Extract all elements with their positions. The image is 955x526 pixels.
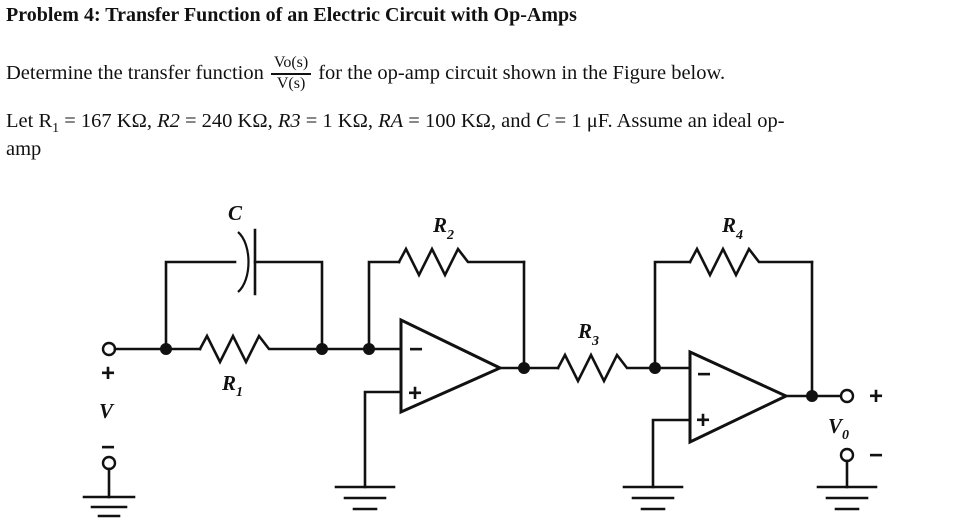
input-terminal-positive [101, 341, 117, 357]
problem-statement-line-3: amp [6, 138, 42, 160]
given-r2-symbol: R2 [157, 110, 180, 132]
problem-given-values: Let R1 = 167 KΩ, R2 = 240 KΩ, R3 = 1 KΩ,… [6, 110, 785, 137]
fraction-bar [270, 72, 312, 75]
given-c-symbol: C [535, 110, 550, 132]
resistor-R3-label: R [577, 319, 592, 343]
input-plus-sign: + [101, 360, 115, 387]
opamp-1-noninverting-sign: + [408, 380, 422, 407]
given-r4-symbol: RA [378, 110, 404, 132]
given-r1-subscript: 1 [52, 121, 60, 137]
given-prefix: Let R [6, 110, 53, 132]
wire-opamp2-noninverting-to-ground [651, 418, 692, 489]
fraction-denominator: V(s) [276, 74, 306, 92]
statement-text-after-fraction: for the op-amp circuit shown in the Figu… [318, 62, 726, 85]
page-title: Problem 4: Transfer Function of an Elect… [6, 4, 577, 26]
output-terminal-negative [839, 447, 855, 463]
source-label-V: V [99, 399, 115, 423]
resistor-R2-label-subscript: 2 [446, 228, 454, 243]
transfer-function-fraction: Vo(s) V(s) [270, 54, 312, 93]
input-terminal-negative [101, 455, 117, 471]
wire-node-c-to-r2 [367, 260, 401, 351]
given-c-value: = 1 μF. Assume an ideal op- [549, 110, 785, 132]
resistor-R4-zigzag [688, 246, 814, 278]
wire-opamp1-noninverting-to-ground [363, 390, 403, 489]
opamp-2-body [688, 349, 790, 445]
resistor-R4-label: R [721, 213, 736, 237]
fraction-numerator: Vo(s) [273, 54, 309, 71]
opamp-1-body [399, 317, 504, 415]
resistor-R3-label-subscript: 3 [591, 334, 599, 349]
statement-text-before-fraction: Determine the transfer function [6, 62, 264, 85]
opamp-1-inverting-sign: − [409, 336, 423, 363]
wire-capacitor-to-node-b [253, 260, 324, 351]
resistor-R2-zigzag [397, 246, 526, 278]
opamp-2-inverting-sign: − [697, 361, 711, 388]
opamp-2-noninverting-sign: + [696, 407, 710, 434]
output-plus-sign: + [869, 383, 883, 410]
given-r2-value: = 240 KΩ, [179, 110, 278, 132]
resistor-R1-label-subscript: 1 [236, 385, 243, 400]
output-minus-sign: − [869, 442, 883, 469]
capacitor-label-C: C [228, 201, 243, 225]
wire-node-a-to-capacitor [164, 260, 237, 351]
given-r3-value: = 1 KΩ, [300, 110, 379, 132]
input-minus-sign: − [101, 434, 115, 461]
resistor-R4-label-subscript: 4 [735, 228, 743, 243]
resistor-R2-label: R [432, 213, 447, 237]
resistor-R3-zigzag [556, 352, 657, 384]
given-r3-symbol: R3 [277, 110, 301, 132]
capacitor-plate-curved [237, 231, 250, 293]
output-label-Vo-subscript: 0 [842, 428, 849, 443]
resistor-R1-zigzag [198, 333, 324, 365]
resistor-R1-label: R [221, 371, 236, 395]
given-r4-value: = 100 KΩ, and [403, 110, 536, 132]
problem-statement-line-1: Determine the transfer function Vo(s) V(… [6, 54, 726, 93]
wire-node-e-to-r4 [653, 260, 692, 370]
given-r1-value: = 167 KΩ, [59, 110, 158, 132]
output-label-Vo: V [828, 414, 844, 438]
output-terminal-positive [839, 388, 855, 404]
